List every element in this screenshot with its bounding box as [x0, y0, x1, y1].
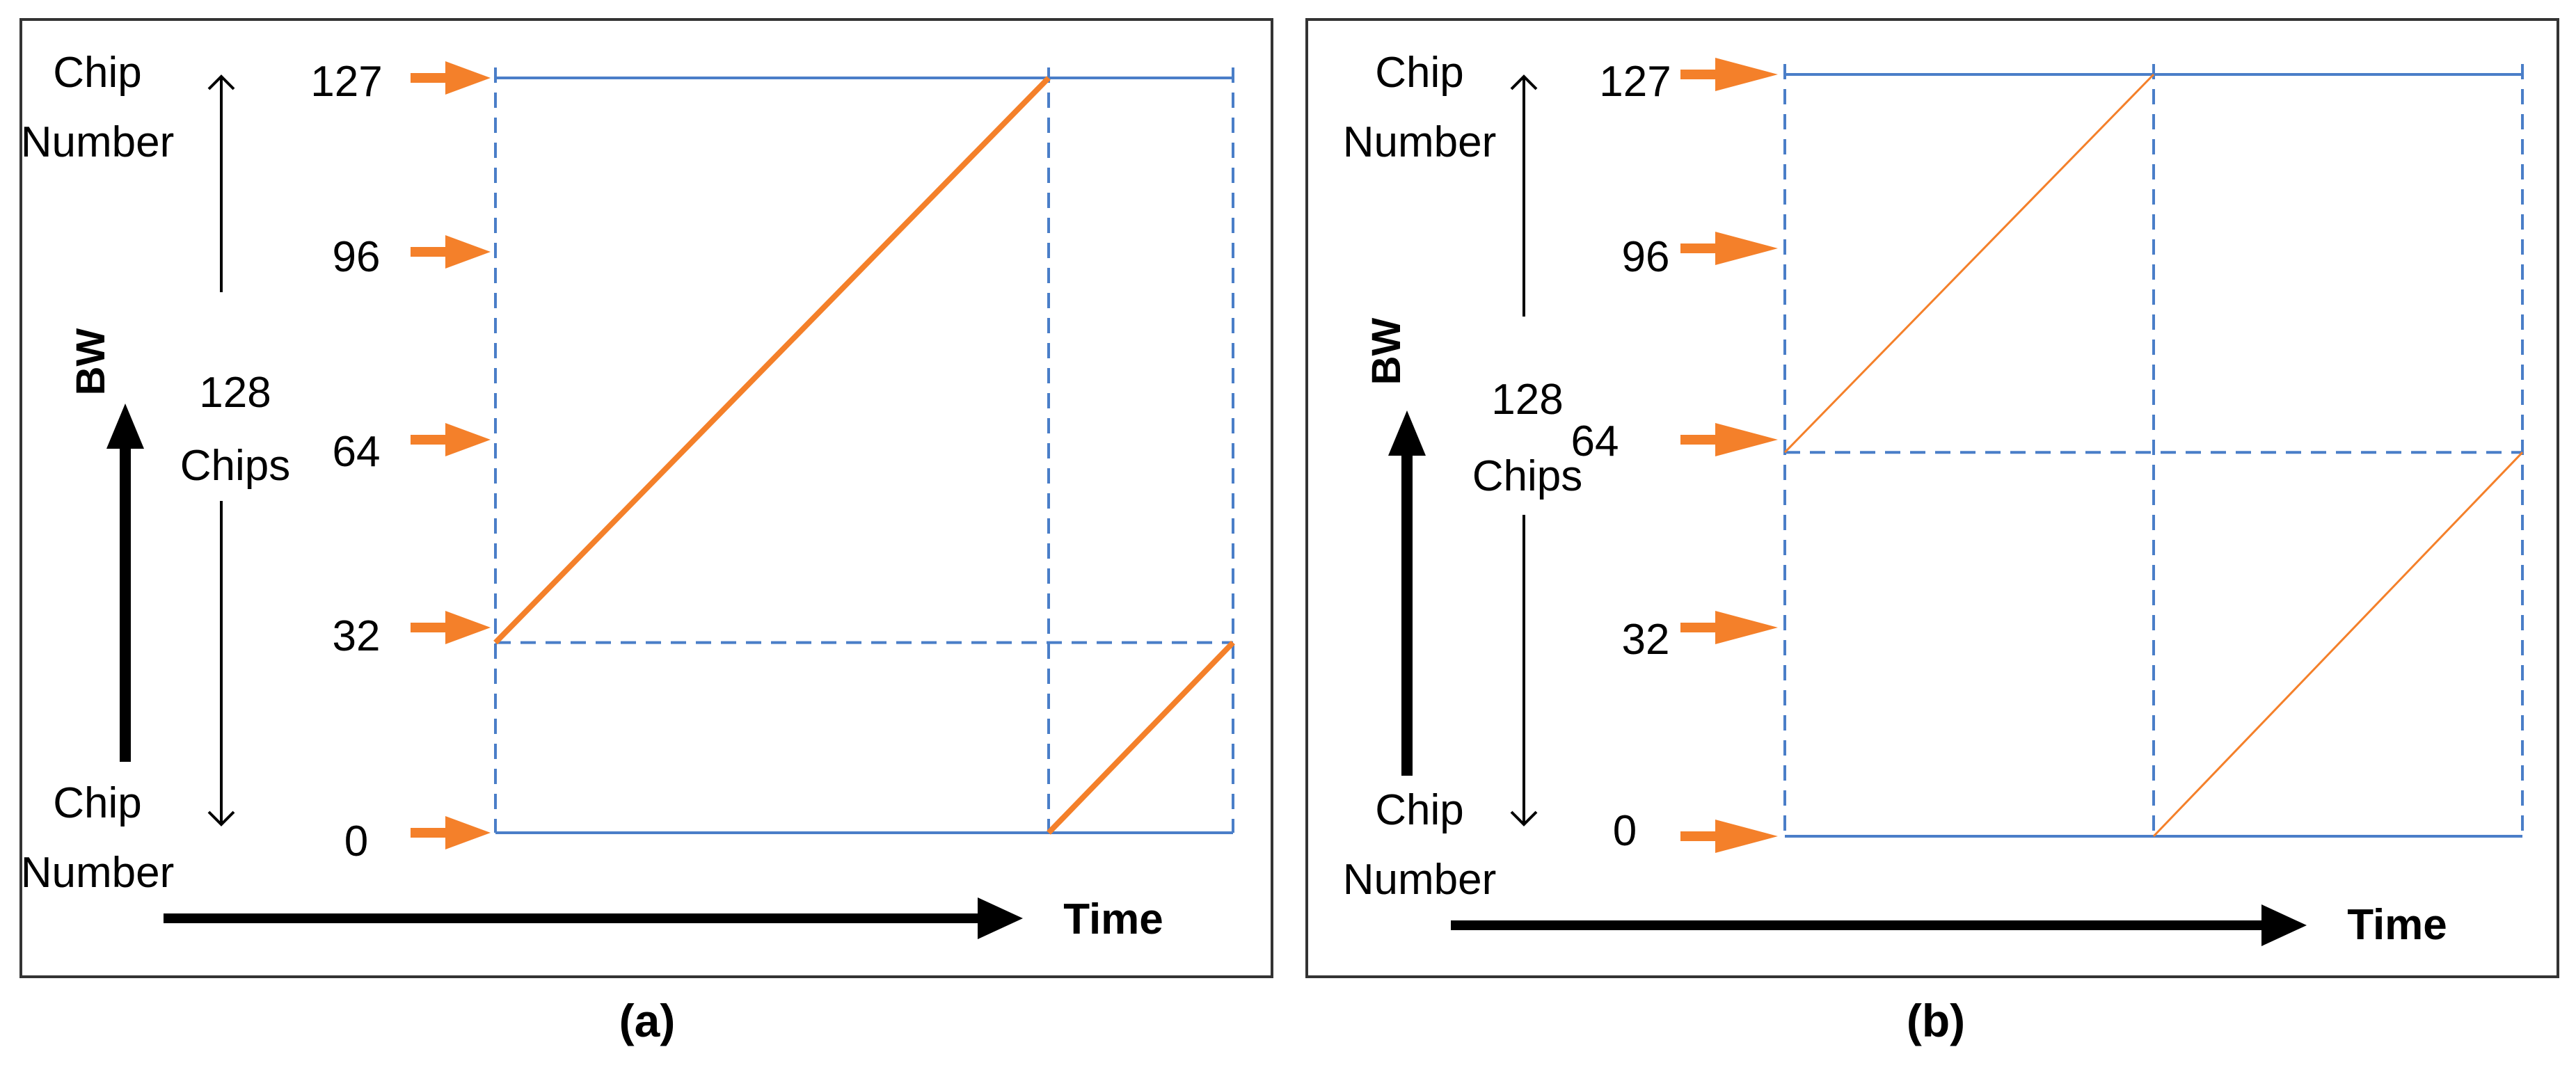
panel-a-span-label-line1: 128	[199, 369, 271, 417]
panel-a-time-label: Time	[1063, 895, 1163, 943]
panel-b: Chip Number Chip Number 128 Chips BW Tim…	[1305, 18, 2559, 978]
panel-b-series-line-2	[2152, 452, 2524, 838]
caption-b: (b)	[1907, 995, 1965, 1046]
panel-b-pointer-127	[1680, 58, 1778, 91]
panel-b-series-line-1	[1783, 73, 2155, 454]
panel-b-bw-label: BW	[1364, 317, 1409, 385]
panel-a-top-label-line1: Chip	[53, 49, 142, 97]
panel-a: Chip Number Chip Number 128 Chips BW Tim…	[19, 18, 1273, 978]
panel-a-pointer-0	[411, 816, 491, 849]
panel-a-span-label-line2: Chips	[180, 442, 291, 490]
panel-a-plot	[493, 67, 1235, 835]
panel-a-tick-0: 0	[344, 817, 368, 865]
panel-a-tick-64: 64	[333, 428, 381, 476]
panel-b-span-label-line2: Chips	[1472, 452, 1583, 500]
panel-b-plot	[1783, 64, 2524, 838]
panel-b-pointer-32	[1680, 611, 1778, 644]
caption-a: (a)	[619, 995, 676, 1046]
panel-b-time-arrow-head	[2261, 904, 2307, 946]
panel-b-tick-32: 32	[1622, 616, 1670, 664]
panel-a-pointer-64	[411, 423, 491, 456]
panel-a-series-line-1	[493, 76, 1051, 645]
panel-a-top-label-line2: Number	[21, 118, 175, 166]
panel-a-bottom-label-line2: Number	[21, 849, 175, 897]
panel-b-top-label-line2: Number	[1343, 118, 1497, 166]
panel-a-tick-127: 127	[310, 58, 382, 106]
panel-a-bw-label: BW	[68, 328, 113, 395]
panel-b-time-label: Time	[2347, 901, 2447, 949]
panel-b-pointer-64	[1680, 423, 1778, 456]
panel-a-bottom-label-line1: Chip	[53, 779, 142, 827]
panel-b-tick-96: 96	[1622, 233, 1670, 281]
panel-a-series-line-2	[1047, 640, 1235, 835]
panel-a-pointer-96	[411, 235, 491, 269]
panel-b-tick-64: 64	[1571, 417, 1619, 465]
panel-a-bw-arrow-head	[106, 404, 144, 449]
panel-b-bw-arrow-head	[1388, 410, 1426, 456]
panel-b-pointer-96	[1680, 232, 1778, 265]
panel-b-tick-127: 127	[1599, 58, 1671, 106]
panel-a-time-arrow-head	[978, 897, 1023, 939]
panel-b-bottom-label-line1: Chip	[1375, 786, 1464, 834]
panel-b-pointer-0	[1680, 820, 1778, 853]
panel-a-tick-pointers	[411, 61, 491, 849]
panel-b-bottom-label-line2: Number	[1343, 856, 1497, 904]
panel-b-span-label-line1: 128	[1491, 376, 1563, 424]
panel-a-tick-96: 96	[333, 233, 381, 281]
panel-a-tick-32: 32	[333, 612, 381, 660]
panel-b-tick-pointers	[1680, 58, 1778, 853]
panel-a-pointer-127	[411, 61, 491, 95]
panel-b-tick-0: 0	[1613, 807, 1637, 855]
panel-a-pointer-32	[411, 611, 491, 644]
panel-b-top-label-line1: Chip	[1375, 49, 1464, 97]
